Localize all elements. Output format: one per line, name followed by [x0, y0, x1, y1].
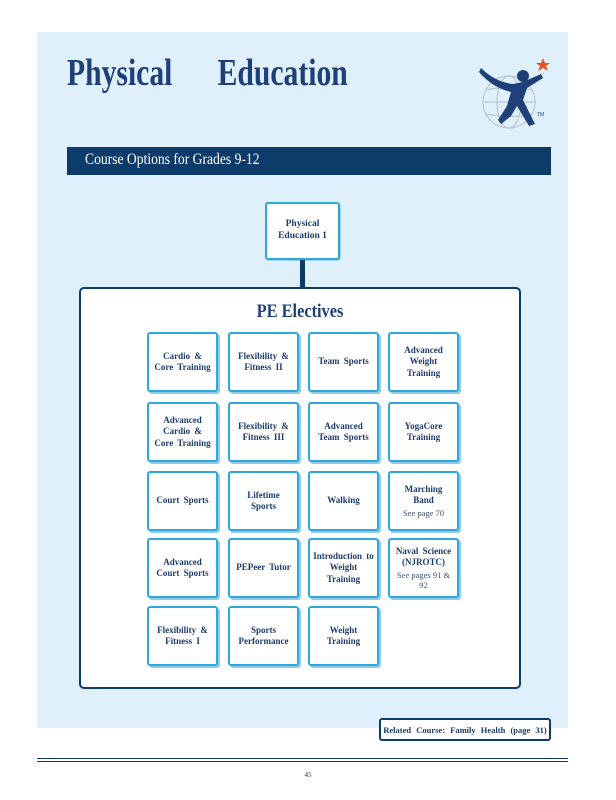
course-name: Walking [327, 495, 360, 506]
course-note: See page 70 [402, 508, 445, 519]
electives-title: PE Electives [256, 301, 344, 322]
course-name: PEPeer Tutor [236, 562, 291, 573]
page-title: Physical Education [67, 51, 348, 95]
course-name: Lifetime Sports [247, 489, 280, 511]
course-box: Cardio & Core Training [147, 332, 218, 392]
svg-text:TM: TM [537, 112, 544, 118]
course-name: Marching Band [404, 483, 443, 505]
grades-banner: Course Options for Grades 9-12 [67, 147, 551, 175]
prerequisite-line-1: Physical [285, 219, 320, 230]
course-name: Flexibility & Fitness I [157, 624, 208, 646]
footer-rule-bottom [37, 761, 568, 762]
course-name: Naval Science (NJROTC) [395, 545, 452, 567]
course-name: Advanced Team Sports [318, 420, 369, 442]
course-note: See pages 91 & 92 [396, 570, 451, 591]
course-box: Flexibility & Fitness III [228, 402, 299, 462]
course-box: Walking [308, 471, 379, 531]
banner-text: Course Options for Grades 9-12 [85, 151, 260, 168]
course-box: Marching Band See page 70 [388, 471, 459, 531]
course-name: Flexibility & Fitness III [238, 420, 289, 442]
footer-rule-top [37, 758, 568, 759]
course-box: Advanced Cardio & Core Training [147, 402, 218, 462]
related-course-text: Related Course: Family Health (page 31) [383, 724, 547, 735]
course-name: Weight Training [326, 624, 361, 646]
prerequisite-box: Physical Education 1 [265, 202, 340, 260]
course-box: Introduction to Weight Training [308, 538, 379, 598]
course-box: Lifetime Sports [228, 471, 299, 531]
related-course-box: Related Course: Family Health (page 31) [379, 718, 551, 741]
star-figure-icon: TM [471, 52, 555, 136]
course-name: Sports Performance [238, 624, 289, 646]
course-name: Cardio & Core Training [154, 350, 211, 372]
course-box: Flexibility & Fitness I [147, 606, 218, 666]
course-box: Court Sports [147, 471, 218, 531]
course-box: PEPeer Tutor [228, 538, 299, 598]
course-name: Introduction to Weight Training [313, 551, 374, 584]
course-box: Team Sports [308, 332, 379, 392]
course-name: Advanced Court Sports [156, 556, 209, 578]
course-box: Advanced Team Sports [308, 402, 379, 462]
course-box: Flexibility & Fitness II [228, 332, 299, 392]
prerequisite-line-2: Education 1 [278, 231, 327, 241]
course-name: Team Sports [318, 356, 369, 367]
course-name: Court Sports [156, 495, 209, 506]
course-box: Advanced Court Sports [147, 538, 218, 598]
course-name: Advanced Cardio & Core Training [154, 415, 211, 448]
course-name: YogaCore Training [404, 420, 443, 442]
course-box: Sports Performance [228, 606, 299, 666]
course-box: Weight Training [308, 606, 379, 666]
course-box: Naval Science (NJROTC) See pages 91 & 92 [388, 538, 459, 598]
page-title-word-1: Physical [67, 52, 173, 94]
connector-line [300, 260, 305, 288]
course-name: Advanced Weight Training [404, 345, 443, 378]
course-name: Flexibility & Fitness II [238, 350, 289, 372]
page-number: 45 [304, 771, 312, 779]
course-box: YogaCore Training [388, 402, 459, 462]
course-box: Advanced Weight Training [388, 332, 459, 392]
page-title-word-2: Education [217, 52, 348, 94]
